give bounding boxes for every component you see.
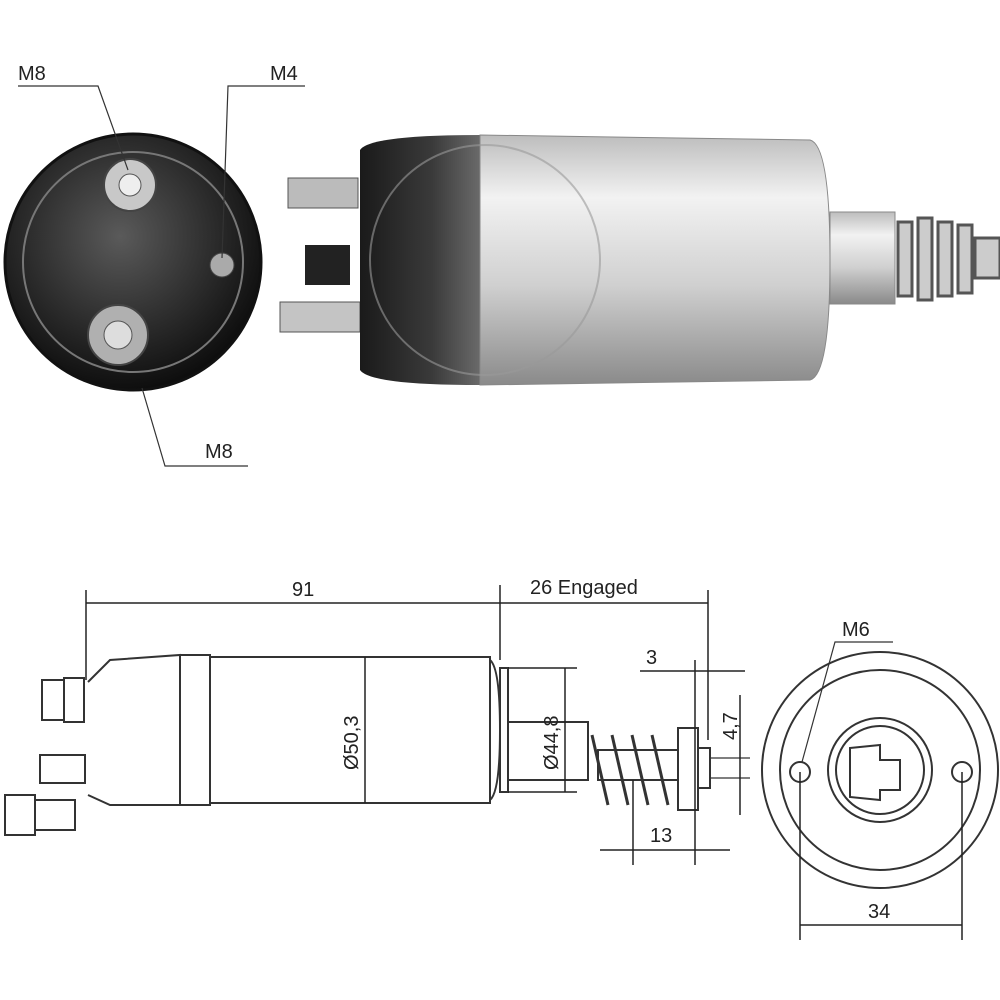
svg-text:Ø44,8: Ø44,8 — [541, 716, 563, 770]
svg-text:13: 13 — [650, 825, 672, 847]
end-view-photo — [3, 132, 263, 392]
svg-text:91: 91 — [292, 579, 314, 601]
dim-3: 3 — [640, 647, 745, 865]
svg-text:M6: M6 — [842, 619, 870, 641]
callout-m6: M6 — [801, 619, 893, 763]
side-view-photo — [279, 134, 1000, 386]
front-view-drawing — [761, 651, 999, 889]
dim-4-7: 4,7 — [720, 695, 742, 815]
dim-34: 34 — [799, 772, 963, 940]
callout-m8-bottom: M8 — [141, 387, 248, 467]
svg-text:Ø50,3: Ø50,3 — [341, 716, 363, 770]
spring — [590, 734, 670, 806]
svg-text:3: 3 — [646, 647, 657, 669]
dim-13: 13 — [600, 780, 730, 865]
watermark-logo — [369, 144, 601, 376]
svg-text:34: 34 — [868, 901, 890, 923]
svg-text:M8: M8 — [18, 63, 46, 85]
dim-diameter-44-8: Ø44,8 — [508, 667, 577, 793]
side-view-drawing — [4, 653, 750, 836]
svg-text:M4: M4 — [270, 63, 298, 85]
dim-91: 91 — [85, 579, 501, 680]
svg-text:M8: M8 — [205, 441, 233, 463]
svg-text:4,7: 4,7 — [720, 712, 742, 740]
callout-m8-top: M8 — [18, 63, 129, 171]
dim-26-engaged: 26 Engaged — [500, 577, 709, 740]
svg-text:26 Engaged: 26 Engaged — [530, 577, 638, 599]
dim-diameter-50-3: Ø50,3 — [341, 657, 366, 803]
callout-m4: M4 — [221, 63, 305, 259]
